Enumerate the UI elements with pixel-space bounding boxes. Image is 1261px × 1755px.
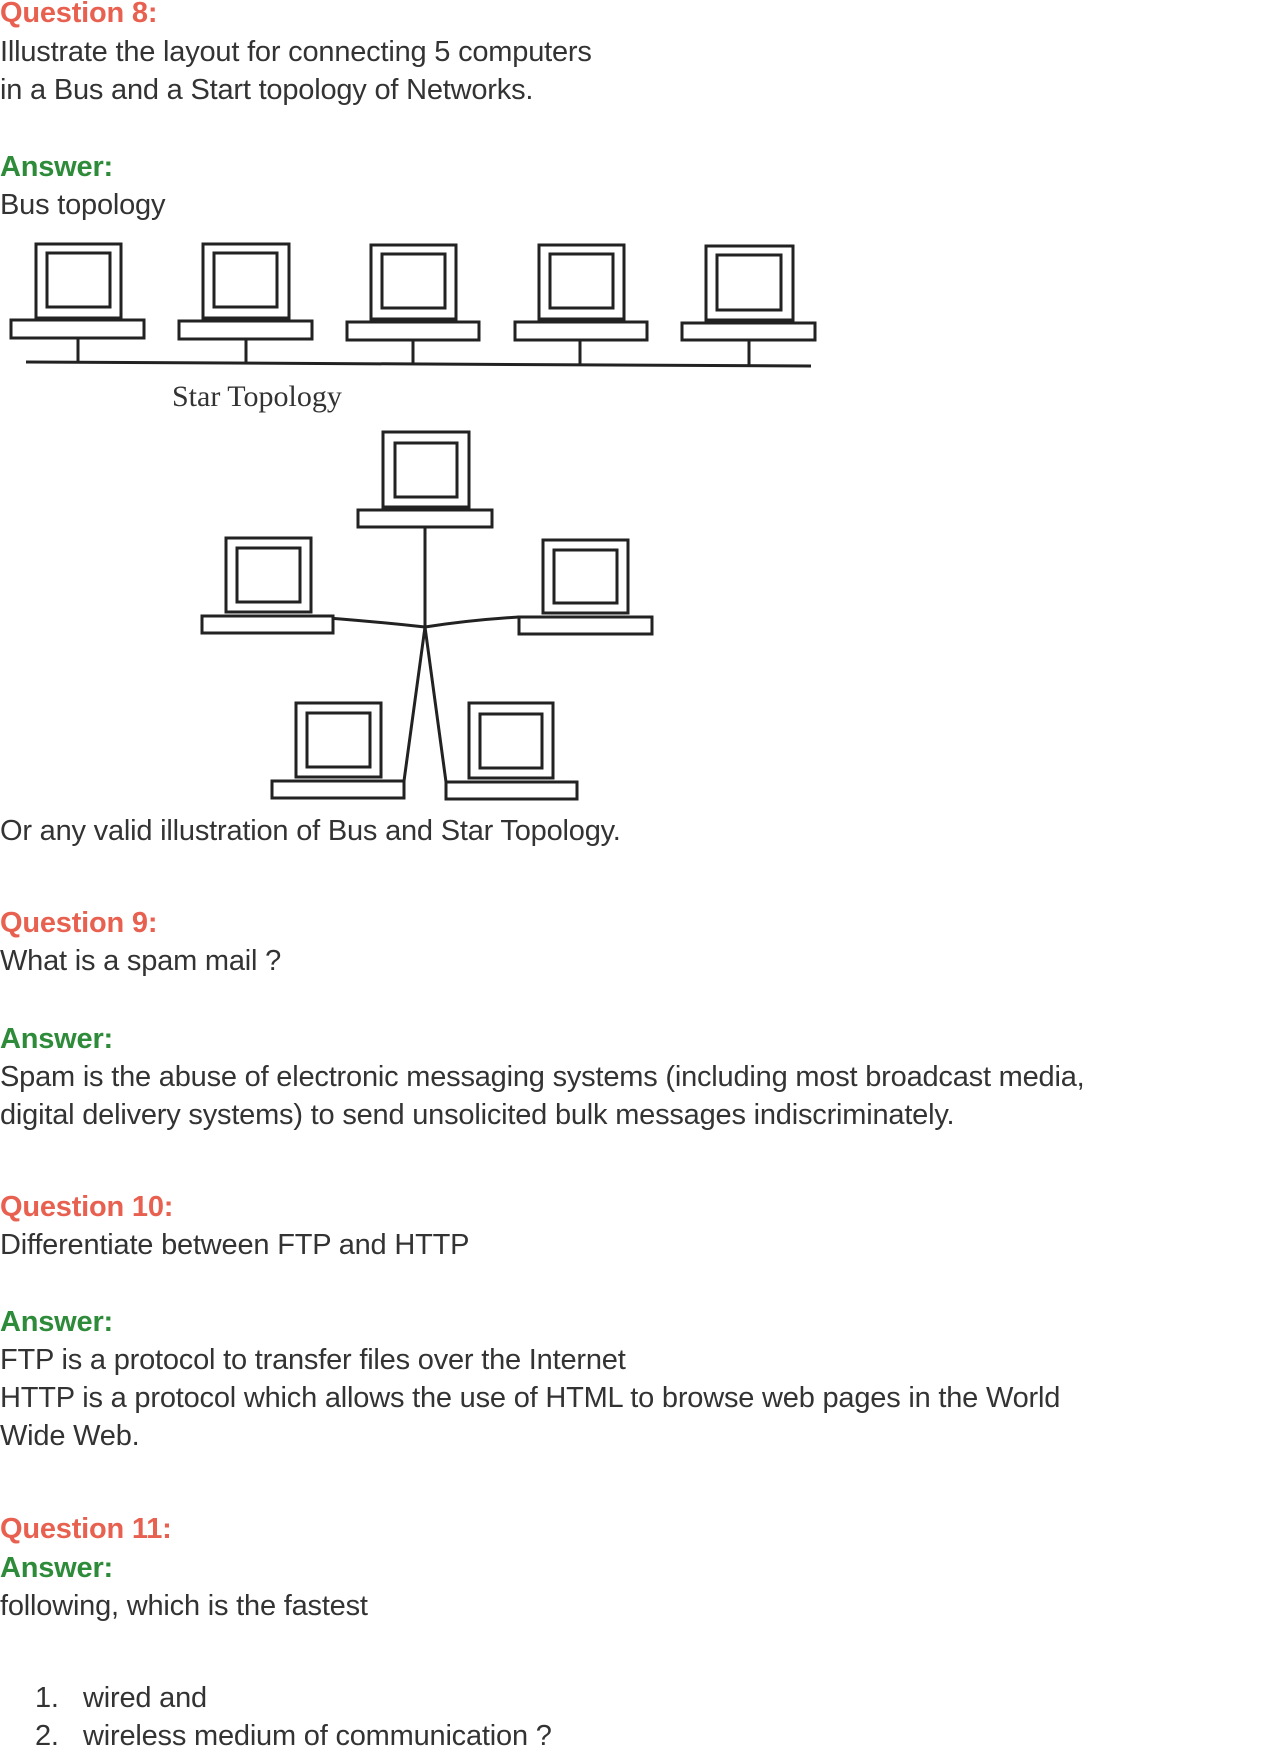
star-topology-diagram	[200, 430, 654, 801]
question-8-prompt-line-1: Illustrate the layout for connecting 5 c…	[0, 36, 592, 68]
star-topology-caption: Star Topology	[172, 380, 342, 413]
computer-icon	[9, 242, 146, 362]
computer-icon	[345, 243, 481, 364]
network-topology-diagrams	[9, 242, 817, 801]
question-8-answer-heading: Answer:	[0, 151, 114, 183]
question-11-answer-line-1: following, which is the fastest	[0, 1590, 368, 1622]
question-10-answer-heading: Answer:	[0, 1306, 114, 1338]
question-8-answer-note: Or any valid illustration of Bus and Sta…	[0, 815, 621, 847]
computer-icon	[200, 536, 335, 635]
question-11-answer-heading: Answer:	[0, 1552, 114, 1584]
list-item-number: 2.	[35, 1720, 59, 1752]
computer-icon	[680, 244, 817, 366]
computer-icon	[517, 538, 654, 636]
bus-topology-caption: Bus topology	[0, 189, 166, 221]
question-10-answer-line-1: FTP is a protocol to transfer files over…	[0, 1344, 626, 1376]
computer-icon	[356, 430, 494, 529]
question-8-prompt-line-2: in a Bus and a Start topology of Network…	[0, 74, 534, 106]
computer-icon	[513, 243, 649, 365]
star-link	[402, 626, 427, 782]
list-item-text: wired and	[83, 1682, 207, 1714]
question-8-heading: Question 8:	[0, 0, 158, 29]
bus-topology-diagram	[9, 242, 817, 368]
question-9-answer-line-2: digital delivery systems) to send unsoli…	[0, 1099, 955, 1131]
computer-icon	[177, 242, 314, 363]
question-10-answer-line-3: Wide Web.	[0, 1420, 140, 1452]
list-item-text: wireless medium of communication ?	[83, 1720, 552, 1752]
bus-backbone-line	[25, 360, 812, 368]
question-9-heading: Question 9:	[0, 907, 158, 939]
question-9-answer-line-1: Spam is the abuse of electronic messagin…	[0, 1061, 1085, 1093]
question-11-heading: Question 11:	[0, 1513, 172, 1545]
star-link	[424, 615, 520, 629]
question-10-heading: Question 10:	[0, 1191, 174, 1223]
star-link	[423, 626, 448, 783]
question-10-prompt: Differentiate between FTP and HTTP	[0, 1229, 470, 1261]
question-9-prompt: What is a spam mail ?	[0, 945, 282, 977]
question-10-answer-line-2: HTTP is a protocol which allows the use …	[0, 1382, 1061, 1414]
computer-icon	[444, 701, 579, 801]
list-item-number: 1.	[35, 1682, 59, 1714]
computer-icon	[270, 701, 406, 800]
question-9-answer-heading: Answer:	[0, 1023, 114, 1055]
